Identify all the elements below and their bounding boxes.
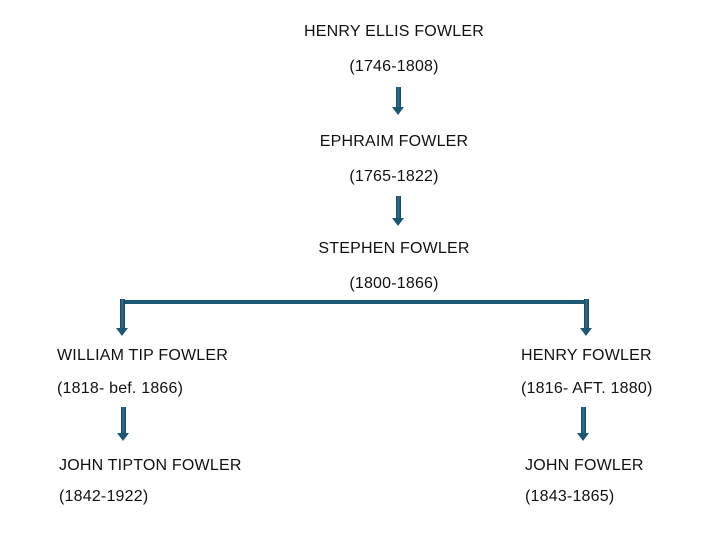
arrow-shaft bbox=[583, 299, 589, 328]
arrow-down-icon bbox=[392, 196, 404, 226]
arrow-down-icon bbox=[117, 407, 129, 441]
person-name-stephen-fowler: STEPHEN FOWLER bbox=[318, 240, 470, 257]
person-name-henry-fowler: HENRY FOWLER bbox=[521, 347, 652, 364]
person-dates-ephraim-fowler: (1765-1822) bbox=[349, 168, 439, 185]
arrow-head bbox=[392, 218, 404, 226]
arrow-shaft bbox=[395, 87, 401, 107]
arrow-down-icon bbox=[580, 299, 592, 336]
person-name-ephraim-fowler: EPHRAIM FOWLER bbox=[319, 133, 469, 150]
person-dates-stephen-fowler: (1800-1866) bbox=[349, 275, 439, 292]
arrow-head bbox=[580, 328, 592, 336]
person-dates-henry-ellis-fowler: (1746-1808) bbox=[349, 58, 439, 75]
person-name-henry-ellis-fowler: HENRY ELLIS FOWLER bbox=[304, 23, 484, 40]
person-dates-henry-fowler: (1816- AFT. 1880) bbox=[521, 380, 653, 397]
person-dates-john-fowler: (1843-1865) bbox=[525, 488, 615, 505]
arrow-shaft bbox=[120, 407, 126, 433]
person-dates-william-tip-fowler: (1818- bef. 1866) bbox=[57, 380, 184, 397]
person-name-john-fowler: JOHN FOWLER bbox=[525, 457, 644, 474]
branch-connector-line bbox=[120, 300, 586, 304]
person-dates-john-tipton-fowler: (1842-1922) bbox=[59, 488, 149, 505]
arrow-shaft bbox=[580, 407, 586, 433]
arrow-shaft bbox=[119, 299, 125, 328]
arrow-down-icon bbox=[577, 407, 589, 441]
arrow-head bbox=[577, 433, 589, 441]
arrow-head bbox=[117, 433, 129, 441]
arrow-down-icon bbox=[392, 87, 404, 115]
arrow-head bbox=[116, 328, 128, 336]
person-name-william-tip-fowler: WILLIAM TIP FOWLER bbox=[57, 347, 229, 364]
arrow-head bbox=[392, 107, 404, 115]
arrow-shaft bbox=[395, 196, 401, 218]
person-name-john-tipton-fowler: JOHN TIPTON FOWLER bbox=[59, 457, 242, 474]
arrow-down-icon bbox=[116, 299, 128, 336]
